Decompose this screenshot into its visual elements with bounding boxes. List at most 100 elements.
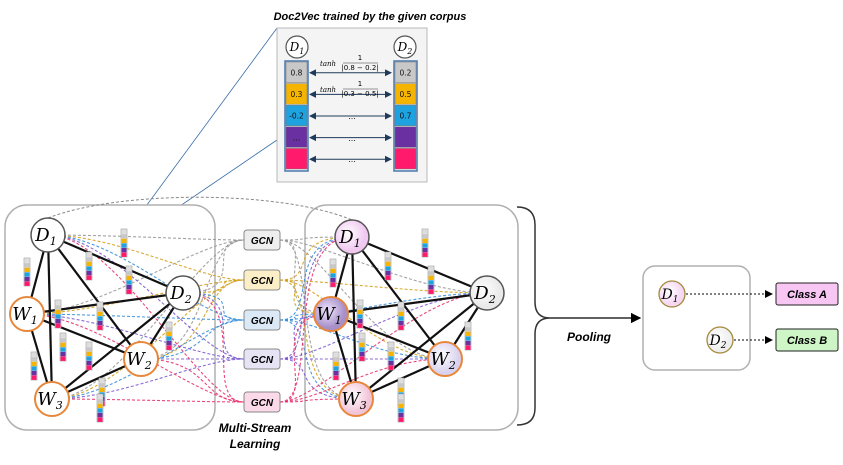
stream-4-in-w3 [51, 358, 245, 400]
svg-text:D1: D1 [661, 287, 679, 305]
doc2-vector-cell-4 [394, 126, 417, 148]
stream-1-in-w3 [51, 239, 245, 400]
embedding-bar-9 [30, 351, 38, 381]
stream-3-in-w3 [51, 319, 245, 400]
svg-text:W3: W3 [37, 389, 63, 412]
stream-4-in-w1 [26, 313, 245, 360]
stream-2-out-w2 [279, 279, 446, 360]
stream-4-out-w1 [279, 313, 332, 360]
ellipsis-row-4: ... [348, 134, 356, 143]
left-node-w1-sub: 1 [31, 314, 38, 327]
stream-3-out-w2 [279, 319, 446, 360]
class-a-label: Class A [787, 289, 827, 301]
zoom-doc1-node: D1 [285, 35, 309, 59]
output-doc1-label: D [661, 287, 673, 303]
embedding-bar-11 [165, 321, 173, 351]
right-edge-w1-w2 [330, 312, 446, 361]
formula-2-den: |0.3 − 0.5| [341, 90, 378, 98]
stream-1-out-d1 [279, 236, 353, 241]
gcn-block-5: GCN [243, 391, 281, 413]
embedding-bar-3 [23, 257, 31, 287]
embedding-bar-14 [384, 251, 392, 281]
embedding-bar-2 [85, 251, 93, 281]
output-doc2-label: D [709, 333, 721, 349]
left-edge-w1-w2 [26, 312, 142, 361]
right-node-d1-sub: 1 [354, 237, 361, 250]
stream-5-in-w2 [140, 358, 245, 403]
output-doc1-sub: 1 [673, 295, 679, 305]
embedding-bar-7 [59, 332, 67, 362]
output-doc2-node: D2 [706, 326, 734, 354]
embedding-bar-4 [125, 265, 133, 295]
doc2-vector: 0.20.50.7 [393, 60, 418, 172]
left-node-w3-sub: 3 [56, 399, 63, 412]
stream-5-out-d1 [279, 236, 353, 403]
stream-5-out-w2 [279, 358, 446, 403]
left-edge-w3-d2 [51, 292, 184, 400]
class-b-box: Class B [775, 328, 839, 352]
formula-1-den: |0.8 − 0.2| [341, 64, 378, 72]
stream-3-out-d1 [279, 236, 353, 321]
doc1-vector-cell-4 [285, 126, 308, 148]
right-node-d1-label: D [338, 227, 354, 248]
pooling-label: Pooling [567, 330, 612, 344]
right-node-w3-sub: 3 [360, 399, 367, 412]
stream-1-in-d1 [47, 234, 245, 241]
embedding-bar-1 [120, 228, 128, 258]
right-node-d2-sub: 2 [488, 293, 496, 306]
gcn-3-label: GCN [251, 316, 274, 327]
gcn-block-1: GCN [243, 229, 281, 251]
right-node-d2-label: D [473, 283, 489, 304]
stream-1-out-w2 [279, 239, 446, 360]
stream-5-in-w3 [51, 398, 245, 403]
svg-text:W1: W1 [12, 304, 38, 327]
embedding-bar-21 [332, 351, 340, 381]
right-edge-d1-w3 [350, 236, 358, 400]
multistream-label-line1: Multi-Stream [219, 421, 292, 435]
embedding-bar-5 [96, 301, 104, 331]
zoom-doc2-sub: 2 [406, 47, 412, 56]
doc2-vector-cell-3 [394, 104, 417, 127]
zoom-doc1-label: D [289, 40, 300, 54]
ellipsis-row-5: ... [348, 155, 356, 164]
stream-1-out-d2 [279, 239, 488, 294]
svg-text:W2: W2 [126, 349, 152, 372]
left-node-d1: D1 [30, 217, 66, 253]
embedding-bar-23 [464, 321, 472, 351]
right-edge-w3-d2 [355, 292, 488, 400]
embedding-bar-17 [397, 301, 405, 331]
left-node-w2: W2 [123, 341, 159, 377]
ellipsis-row-3: ... [348, 112, 356, 121]
stream-2-out-w3 [279, 279, 357, 400]
class-a-box: Class A [775, 282, 839, 306]
stream-1-out-w3 [279, 239, 357, 400]
right-node-w3: W3 [338, 381, 374, 417]
right-edge-d1-d2 [351, 235, 488, 295]
embedding-bars [23, 228, 472, 423]
stream-5-out-w3 [279, 398, 357, 403]
svg-text:D1: D1 [338, 227, 360, 250]
svg-text:D2: D2 [397, 40, 413, 56]
gcn-1-label: GCN [251, 236, 274, 247]
gcn-4-label: GCN [251, 355, 274, 366]
left-node-d1-label: D [34, 225, 50, 246]
stream-2-in-w1 [26, 279, 245, 315]
stream-2-out-d2 [279, 279, 488, 294]
zoom-doc2-label: D [397, 40, 408, 54]
embedding-bar-16 [427, 265, 435, 295]
doc1-vector-value-4: ... [293, 133, 300, 142]
pooled-output-panel [642, 265, 751, 371]
right-node-w2: W2 [427, 341, 463, 377]
gcn-block-3: GCN [243, 309, 281, 331]
svg-text:W2: W2 [430, 349, 456, 372]
left-node-w3-label: W [37, 389, 57, 410]
stream-1-in-w2 [140, 239, 245, 360]
stream-3-out-w1 [279, 313, 332, 321]
svg-text:D1: D1 [289, 40, 305, 56]
left-node-w1: W1 [9, 296, 45, 332]
left-edge-w1-d2 [26, 291, 184, 316]
embedding-bar-13 [421, 228, 429, 258]
similarity-arrows [309, 69, 392, 163]
embedding-bar-20 [387, 341, 395, 371]
